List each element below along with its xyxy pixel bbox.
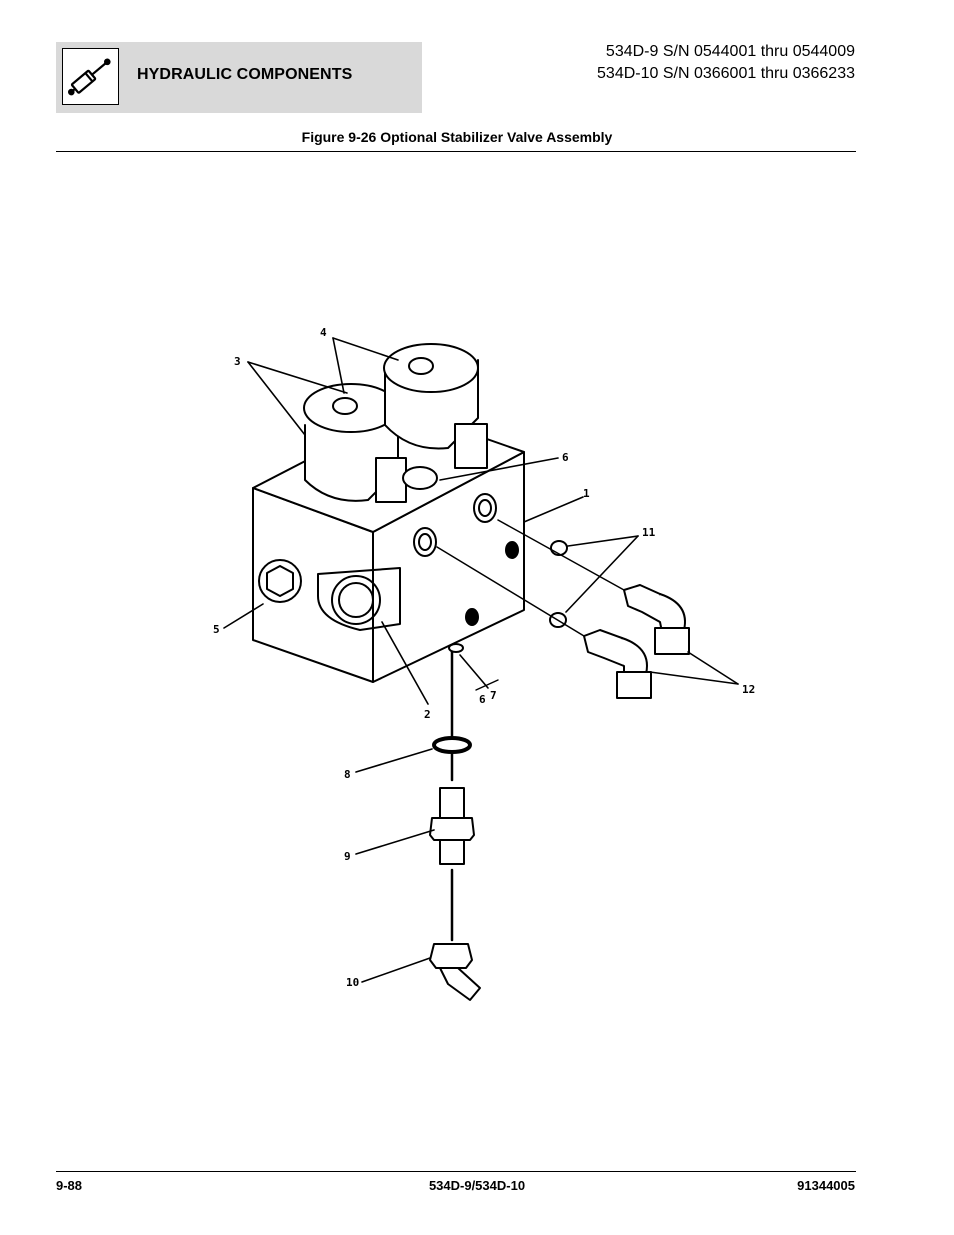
callout-1: 1 <box>583 487 590 500</box>
hydraulic-cylinder-icon <box>62 48 119 105</box>
model-label: 534D-9/534D-10 <box>428 1178 526 1193</box>
callout-4: 4 <box>320 326 327 339</box>
callout-2: 2 <box>424 708 431 721</box>
elbow-fitting-upper <box>623 584 690 655</box>
figure-title: Figure 9-26 Optional Stabilizer Valve As… <box>301 129 613 145</box>
callout-10: 10 <box>346 976 359 989</box>
callout-6-bottom: 6 <box>479 693 486 706</box>
adapter-fitting <box>429 787 475 865</box>
callout-5: 5 <box>213 623 220 636</box>
section-header: HYDRAULIC COMPONENTS <box>56 42 422 113</box>
callout-12: 12 <box>742 683 755 696</box>
header-divider <box>56 151 856 152</box>
section-title: HYDRAULIC COMPONENTS <box>137 66 353 83</box>
callout-3: 3 <box>234 355 241 368</box>
elbow-fitting-bottom <box>429 943 481 1001</box>
document-number: 91344005 <box>797 1178 855 1193</box>
callout-8: 8 <box>344 768 351 781</box>
serial-range-534d-10: 534D-10 S/N 0366001 thru 0366233 <box>597 65 855 82</box>
elbow-fitting-lower <box>583 629 652 699</box>
solenoid-coil-right <box>383 343 488 469</box>
solenoid-coil-left <box>303 383 407 503</box>
callout-11: 11 <box>642 526 656 539</box>
page-number: 9-88 <box>56 1178 83 1193</box>
callout-7: 7 <box>490 689 497 702</box>
serial-range-534d-9: 534D-9 S/N 0544001 thru 0544009 <box>605 43 855 60</box>
callout-9: 9 <box>344 850 351 863</box>
callout-6-top: 6 <box>562 451 569 464</box>
footer-divider <box>56 1171 856 1172</box>
